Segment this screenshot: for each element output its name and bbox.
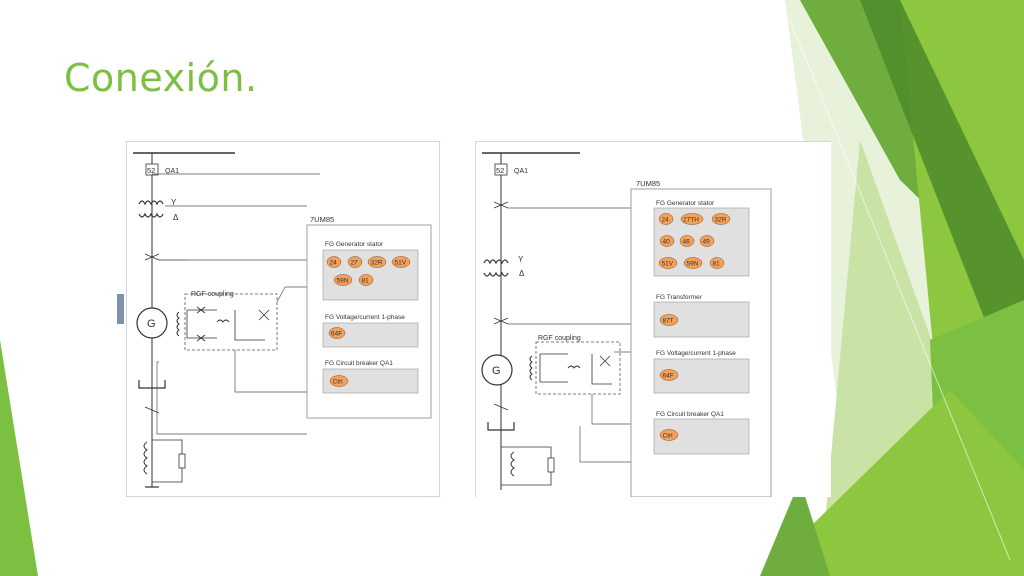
- svg-text:27TH: 27TH: [683, 217, 699, 224]
- function-badge: 32R: [711, 213, 731, 225]
- function-badge: 40: [659, 235, 675, 247]
- function-badge: 87T: [659, 314, 679, 326]
- svg-text:51V: 51V: [395, 260, 407, 267]
- left-schematic: 52 QA1 Y Δ G RGF coupling: [133, 152, 432, 488]
- right-schematic: 52 QA1 Y Δ G RGF coupling: [481, 152, 772, 498]
- slide-title: Conexión.: [64, 56, 258, 100]
- breaker-symbol: [145, 163, 159, 176]
- rgf-coupling-box: [184, 293, 278, 351]
- transformer-delta-label: Δ: [519, 269, 525, 278]
- svg-text:81: 81: [713, 261, 721, 268]
- function-badge: Ctrl: [659, 429, 679, 441]
- function-badge: 81: [709, 257, 725, 269]
- function-badge: 27: [347, 256, 363, 268]
- generator-label: G: [147, 318, 156, 330]
- slide-marker: [117, 294, 124, 324]
- rgf-coupling-label: RGF coupling: [538, 335, 581, 342]
- relay-name: 7UM85: [310, 215, 334, 224]
- function-badge: 64F: [659, 369, 679, 381]
- breaker-symbol: [494, 163, 508, 176]
- svg-text:27: 27: [351, 260, 359, 267]
- breaker-number: 52: [147, 166, 155, 175]
- svg-text:51V: 51V: [662, 261, 674, 268]
- function-badge: 32R: [367, 256, 387, 268]
- function-badge: 27TH: [680, 213, 704, 225]
- group-title: FG Circuit breaker QA1: [325, 360, 393, 367]
- function-badge: 51V: [658, 257, 678, 269]
- svg-text:40: 40: [663, 239, 671, 246]
- svg-text:Ctrl: Ctrl: [663, 433, 674, 440]
- breaker-name: QA1: [514, 168, 528, 175]
- generator-label: G: [492, 365, 501, 377]
- svg-text:87T: 87T: [663, 318, 674, 325]
- breaker-number: 52: [496, 166, 504, 175]
- svg-text:64F: 64F: [331, 331, 342, 338]
- svg-text:49: 49: [703, 239, 711, 246]
- relay-name: 7UM85: [636, 179, 660, 188]
- function-badge: 59N: [683, 257, 703, 269]
- svg-text:64F: 64F: [663, 373, 674, 380]
- generator-symbol: [481, 354, 513, 386]
- group-title: FG Voltage/current 1-phase: [325, 314, 405, 321]
- transformer-y-label: Y: [171, 198, 177, 207]
- breaker-name: QA1: [165, 168, 179, 175]
- function-badge: 81: [358, 274, 374, 286]
- diagram-left: 52 QA1 Y Δ G RGF coupling: [126, 141, 440, 497]
- diagram-right: 52 QA1 Y Δ G RGF coupling: [475, 141, 831, 498]
- function-badge: 24: [326, 256, 342, 268]
- function-badge: 64F: [328, 327, 346, 339]
- function-badge: 59N: [333, 274, 353, 286]
- group-title: FG Transformer: [656, 294, 703, 301]
- transformer-y-label: Y: [518, 255, 524, 264]
- group-title: FG Generator stator: [656, 200, 715, 207]
- function-badge: 46: [679, 235, 695, 247]
- svg-text:59N: 59N: [687, 261, 699, 268]
- svg-text:24: 24: [330, 260, 338, 267]
- svg-text:32R: 32R: [715, 217, 727, 224]
- svg-text:32R: 32R: [371, 260, 383, 267]
- function-badge: 51V: [391, 256, 411, 268]
- group-title: FG Voltage/current 1-phase: [656, 350, 736, 357]
- svg-text:Ctrl: Ctrl: [333, 379, 344, 386]
- group-title: FG Generator stator: [325, 241, 384, 248]
- function-badge: Ctrl: [329, 375, 349, 387]
- group-title: FG Circuit breaker QA1: [656, 411, 724, 418]
- function-badge: 49: [699, 235, 715, 247]
- generator-symbol: [136, 307, 168, 339]
- svg-text:46: 46: [683, 239, 691, 246]
- rgf-coupling-label: RGF coupling: [191, 291, 234, 298]
- svg-text:59N: 59N: [337, 278, 349, 285]
- rgf-coupling-box: [535, 341, 621, 395]
- svg-text:81: 81: [362, 278, 370, 285]
- svg-text:24: 24: [662, 217, 670, 224]
- transformer-delta-label: Δ: [173, 213, 179, 222]
- function-badge: 24: [658, 213, 674, 225]
